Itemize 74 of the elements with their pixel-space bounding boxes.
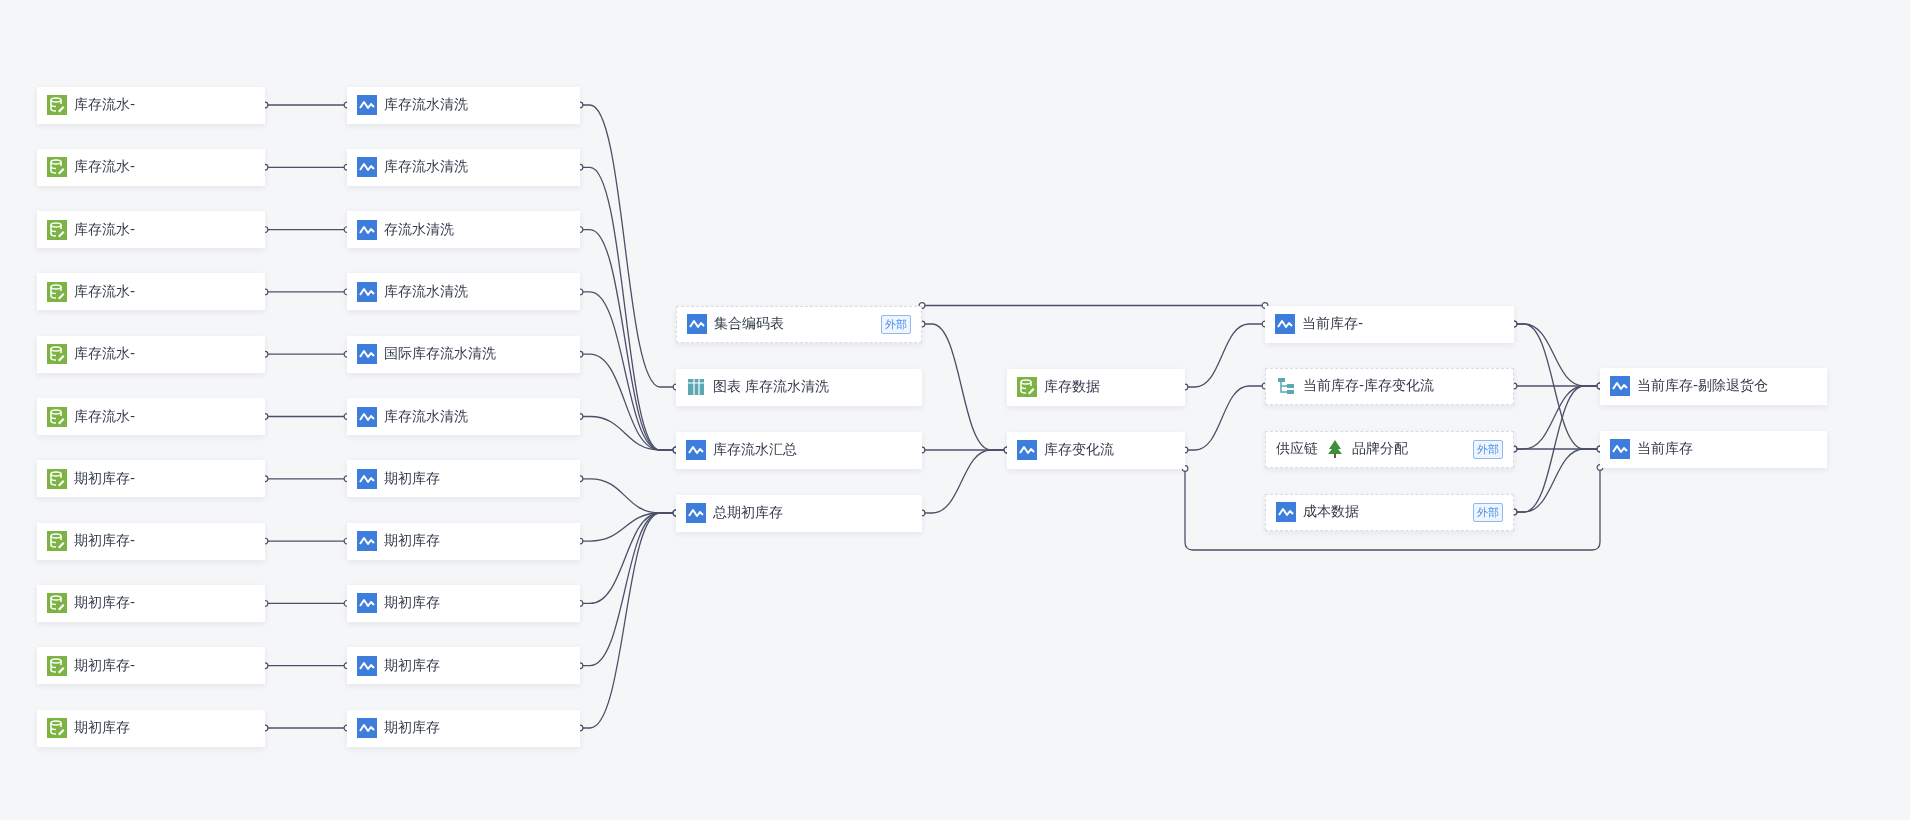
node-label: 库存流水- — [74, 345, 136, 364]
node-card — [1600, 367, 1827, 405]
node-label: 国际库存流水清洗 — [384, 345, 496, 364]
node-card — [37, 522, 265, 560]
node-label: 图表 库存流水清洗 — [713, 378, 830, 396]
node-card — [1007, 368, 1185, 406]
node-card — [347, 584, 580, 622]
node-card — [37, 335, 265, 373]
node-card — [347, 335, 580, 373]
node-label: 库存流水汇总 — [713, 441, 797, 459]
node-card — [37, 584, 265, 622]
connector — [918, 302, 1269, 309]
node-label: 库存流水清洗 — [384, 96, 468, 114]
node-label: 库存流水- — [74, 220, 136, 239]
node-label: 存流水清洗 — [384, 220, 454, 239]
node-label: 期初库存 — [384, 656, 440, 675]
node-card — [1265, 367, 1514, 405]
node-label: 期初库存- — [74, 532, 136, 551]
node-label: 库存流水清洗 — [384, 407, 468, 426]
external-tag: 外部 — [1473, 502, 1503, 522]
node-card — [37, 148, 265, 186]
node-card — [1265, 305, 1514, 343]
external-tag: 外部 — [1473, 439, 1503, 459]
connector — [1181, 464, 1604, 551]
node-card — [676, 431, 922, 469]
node-card — [1265, 493, 1514, 531]
node-card — [676, 305, 922, 343]
node-label: 库存流水- — [74, 96, 136, 114]
node-card — [37, 460, 265, 498]
node-label: 期初库存- — [74, 656, 136, 675]
node-label: 期初库存 — [384, 532, 440, 551]
node-label: 集合编码表 — [714, 315, 784, 333]
node-label: 期初库存- — [74, 469, 136, 488]
node-card — [347, 273, 580, 311]
node-card — [347, 398, 580, 435]
node-label: 期初库存 — [384, 719, 440, 737]
node-label: 库存流水- — [74, 282, 136, 301]
node-card — [347, 709, 580, 747]
node-label: 当前库存-库存变化流 — [1303, 377, 1435, 395]
external-tag: 外部 — [881, 314, 911, 334]
node-label: 期初库存- — [74, 594, 136, 613]
node-card — [347, 647, 580, 685]
node-card — [347, 211, 580, 249]
node-card — [1265, 430, 1514, 468]
node-label: 期初库存 — [384, 469, 440, 488]
node-label: 期初库存 — [74, 719, 130, 737]
node-label: 库存流水- — [74, 158, 136, 177]
node-card — [1007, 431, 1185, 469]
node-label: 库存流水清洗 — [384, 158, 468, 177]
node-label: 期初库存 — [384, 594, 440, 613]
node-card — [37, 398, 265, 435]
node-card — [347, 86, 580, 124]
node-label: 库存流水- — [74, 407, 136, 426]
node-label: 品牌分配 — [1352, 440, 1408, 458]
node-label: 库存流水清洗 — [384, 282, 468, 301]
node-label: 当前库存- — [1302, 315, 1364, 333]
node-label: 总期初库存 — [713, 504, 783, 522]
node-card — [37, 647, 265, 685]
node-card — [347, 148, 580, 186]
node-card — [676, 368, 922, 406]
node-card — [676, 494, 922, 532]
node-card — [37, 86, 265, 124]
node-label: 当前库存-剔除退货仓 — [1637, 377, 1769, 395]
node-card — [37, 709, 265, 747]
node-label: 库存变化流 — [1044, 441, 1114, 459]
node-card — [347, 522, 580, 560]
node-label: 成本数据 — [1303, 503, 1359, 521]
node-label: 供应链 — [1276, 440, 1318, 458]
node-card — [1600, 430, 1827, 468]
node-label: 库存数据 — [1044, 378, 1100, 396]
node-card — [37, 211, 265, 249]
node-card — [347, 460, 580, 498]
node-label: 当前库存 — [1637, 440, 1693, 458]
node-card — [37, 273, 265, 311]
